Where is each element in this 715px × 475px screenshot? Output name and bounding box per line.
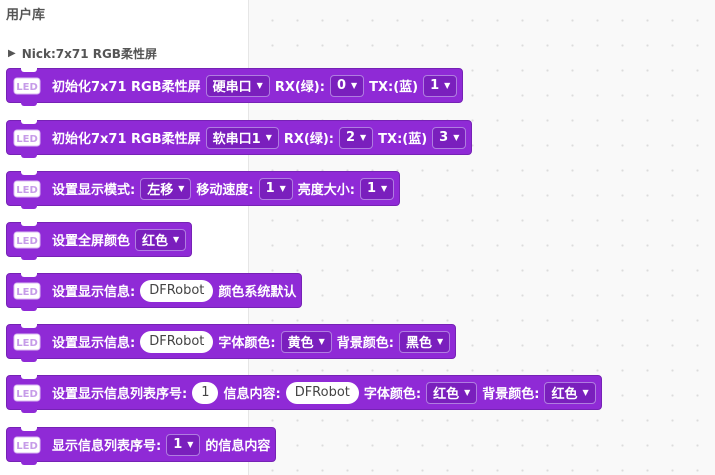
list-index-dropdown[interactable]: 1▼ xyxy=(166,433,201,456)
svg-text:LED: LED xyxy=(16,287,38,298)
svg-text:LED: LED xyxy=(16,236,38,247)
serial-type-dropdown[interactable]: 软串口1▼ xyxy=(205,126,279,149)
rx-pin-dropdown[interactable]: 0▼ xyxy=(329,74,365,97)
brightness-dropdown[interactable]: 1▼ xyxy=(359,177,395,200)
block-set-fullscreen-color[interactable]: LED 设置全屏颜色 红色▼ xyxy=(6,222,193,260)
svg-text:LED: LED xyxy=(16,389,38,400)
block-text: TX:(蓝) xyxy=(378,132,428,147)
panel-title: 用户库 xyxy=(6,8,46,23)
block-text: 初始化7x71 RGB柔性屏 xyxy=(52,132,201,147)
font-color-dropdown[interactable]: 黄色▼ xyxy=(280,330,332,353)
block-text: 字体颜色: xyxy=(363,387,422,402)
chevron-down-icon: ▼ xyxy=(256,81,263,90)
chevron-down-icon: ▼ xyxy=(173,235,180,244)
block-set-display-info-colors[interactable]: LED 设置显示信息: DFRobot 字体颜色: 黄色▼ 背景颜色: 黑色▼ xyxy=(6,324,457,362)
block-text: 设置显示信息列表序号: xyxy=(52,387,188,402)
rx-pin-dropdown[interactable]: 2▼ xyxy=(338,126,374,149)
block-set-info-list-item[interactable]: LED 设置显示信息列表序号: 1 信息内容: DFRobot 字体颜色: 红色… xyxy=(6,375,602,413)
chevron-down-icon: ▼ xyxy=(437,337,444,346)
led-icon: LED xyxy=(12,230,42,250)
tx-pin-dropdown[interactable]: 1▼ xyxy=(423,74,458,97)
block-text: 背景颜色: xyxy=(482,387,540,402)
category-label: Nick:7x71 RGB柔性屏 xyxy=(21,47,157,61)
chevron-down-icon: ▼ xyxy=(318,337,325,346)
chevron-down-icon: ▼ xyxy=(350,81,358,90)
list-index-input[interactable]: 1 xyxy=(192,381,219,404)
expand-triangle-icon[interactable]: ▶ xyxy=(8,48,16,59)
chevron-down-icon: ▼ xyxy=(453,133,460,142)
block-show-info-list-item[interactable]: LED 显示信息列表序号: 1▼ 的信息内容 xyxy=(6,427,277,465)
led-icon: LED xyxy=(12,281,42,301)
block-text: 字体颜色: xyxy=(218,336,276,351)
color-dropdown[interactable]: 红色▼ xyxy=(135,228,187,251)
info-text-input[interactable]: DFRobot xyxy=(285,381,359,404)
chevron-down-icon: ▼ xyxy=(381,184,388,193)
svg-text:LED: LED xyxy=(16,82,38,93)
block-text: 信息内容: xyxy=(223,387,281,402)
background-color-dropdown[interactable]: 红色▼ xyxy=(544,381,596,404)
category-header[interactable]: ▶ Nick:7x71 RGB柔性屏 xyxy=(8,45,157,62)
led-icon: LED xyxy=(12,76,42,96)
chevron-down-icon: ▼ xyxy=(360,133,367,142)
chevron-down-icon: ▼ xyxy=(464,388,471,397)
chevron-down-icon: ▼ xyxy=(582,388,589,397)
led-icon: LED xyxy=(12,435,42,455)
svg-text:LED: LED xyxy=(16,185,38,196)
serial-type-dropdown[interactable]: 硬串口▼ xyxy=(205,74,270,97)
info-text-input[interactable]: DFRobot xyxy=(140,330,214,353)
move-speed-dropdown[interactable]: 1▼ xyxy=(258,177,293,200)
info-text-input[interactable]: DFRobot xyxy=(140,279,214,302)
block-text: 背景颜色: xyxy=(336,336,394,351)
led-icon: LED xyxy=(12,383,42,403)
display-mode-dropdown[interactable]: 左移▼ xyxy=(140,177,192,200)
block-set-display-mode[interactable]: LED 设置显示模式: 左移▼ 移动速度: 1▼ 亮度大小: 1▼ xyxy=(6,171,401,209)
led-icon: LED xyxy=(12,179,42,199)
block-text: 移动速度: xyxy=(196,183,254,198)
block-init-hardware-serial[interactable]: LED 初始化7x71 RGB柔性屏 硬串口▼ RX(绿): 0▼ TX:(蓝)… xyxy=(6,68,464,106)
svg-text:LED: LED xyxy=(16,441,38,452)
block-text: 颜色系统默认 xyxy=(218,285,297,300)
chevron-down-icon: ▼ xyxy=(279,184,286,193)
block-text: 设置显示模式: xyxy=(52,183,136,198)
chevron-down-icon: ▼ xyxy=(265,133,272,142)
block-text: 亮度大小: xyxy=(297,183,355,198)
chevron-down-icon: ▼ xyxy=(444,81,451,90)
block-text: RX(绿): xyxy=(274,80,325,95)
block-set-display-info-default[interactable]: LED 设置显示信息: DFRobot 颜色系统默认 xyxy=(6,273,303,311)
block-text: 的信息内容 xyxy=(205,439,271,454)
chevron-down-icon: ▼ xyxy=(178,184,185,193)
svg-text:LED: LED xyxy=(16,338,38,349)
block-text: 设置显示信息: xyxy=(52,285,136,300)
block-init-software-serial[interactable]: LED 初始化7x71 RGB柔性屏 软串口1▼ RX(绿): 2▼ TX:(蓝… xyxy=(6,120,473,158)
background-color-dropdown[interactable]: 黑色▼ xyxy=(398,330,451,353)
block-text: 设置显示信息: xyxy=(52,336,136,351)
led-icon: LED xyxy=(12,332,42,352)
block-text: 初始化7x71 RGB柔性屏 xyxy=(52,80,201,95)
block-text: 设置全屏颜色 xyxy=(52,234,131,249)
font-color-dropdown[interactable]: 红色▼ xyxy=(426,381,478,404)
block-text: TX:(蓝) xyxy=(369,80,419,95)
tx-pin-dropdown[interactable]: 3▼ xyxy=(432,126,467,149)
svg-text:LED: LED xyxy=(16,134,38,145)
chevron-down-icon: ▼ xyxy=(187,440,194,449)
block-text: 显示信息列表序号: xyxy=(52,439,162,454)
led-icon: LED xyxy=(12,128,42,148)
block-text: RX(绿): xyxy=(283,132,334,147)
